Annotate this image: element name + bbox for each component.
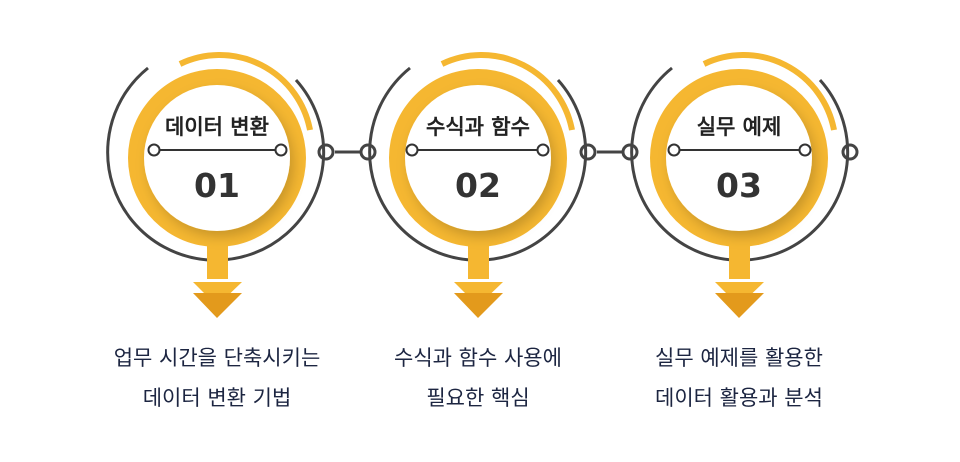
step-3-badge [666, 85, 812, 231]
step-3-number: 03 [716, 166, 762, 205]
step-2-title: 수식과 함수 [426, 115, 530, 139]
connector-1-2 [317, 143, 377, 161]
step-3-orange-arc [702, 52, 837, 131]
step-1-badge [144, 85, 290, 231]
connector-end [841, 143, 859, 161]
step-1-desc-line-2: 데이터 변환 기법 [142, 386, 292, 410]
step-2-desc-line-1: 수식과 함수 사용에 [394, 346, 562, 370]
step-3-description: 실무 예제를 활용한 데이터 활용과 분석 [609, 338, 869, 418]
step-3-desc-line-1: 실무 예제를 활용한 [655, 346, 823, 370]
step-1: 데이터 변환 01 [106, 52, 326, 318]
step-2-number: 02 [455, 166, 501, 205]
step-3-desc-line-2: 데이터 활용과 분석 [655, 386, 823, 410]
step-2: 수식과 함수 02 [368, 52, 588, 318]
step-1-number: 01 [194, 166, 240, 205]
step-3-title: 실무 예제 [697, 115, 782, 139]
connector-2-3 [579, 143, 639, 161]
step-1-description: 업무 시간을 단축시키는 데이터 변환 기법 [87, 338, 347, 418]
step-1-outer-ring [106, 66, 326, 262]
step-1-orange-arc [178, 52, 313, 131]
step-2-description: 수식과 함수 사용에 필요한 핵심 [348, 338, 608, 418]
step-2-badge [405, 85, 551, 231]
step-3: 실무 예제 03 [630, 52, 850, 318]
step-1-title: 데이터 변환 [165, 115, 269, 139]
step-2-orange-arc [440, 52, 575, 131]
step-2-desc-line-2: 필요한 핵심 [426, 386, 530, 410]
step-1-desc-line-1: 업무 시간을 단축시키는 [113, 346, 321, 370]
